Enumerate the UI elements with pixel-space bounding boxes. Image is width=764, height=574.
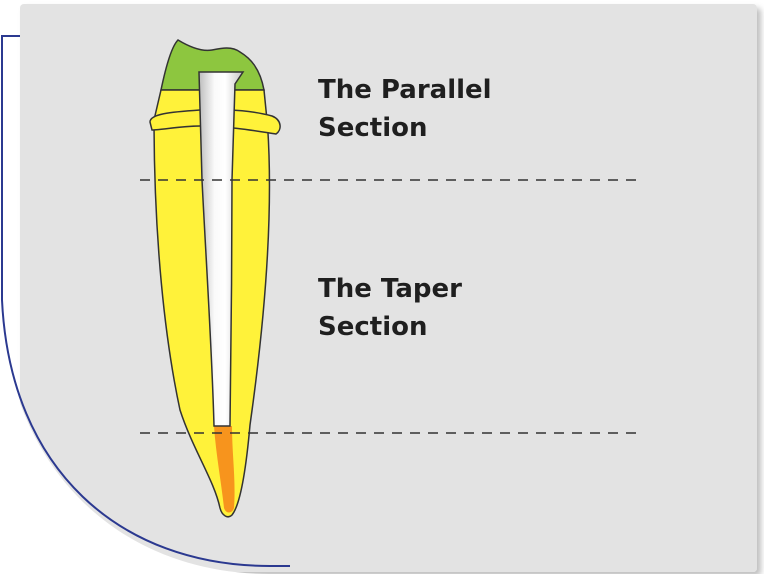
parallel-label-line1: The Parallel <box>318 75 492 105</box>
tooth <box>149 39 281 518</box>
taper-label-line2: Section <box>318 312 427 342</box>
taper-label-line1: The Taper <box>318 274 462 304</box>
taper-section-label: The Taper Section <box>318 274 462 342</box>
parallel-label-line2: Section <box>318 113 427 143</box>
gutta-percha-fill <box>214 426 235 513</box>
endodontic-post <box>198 71 245 427</box>
parallel-section-label: The Parallel Section <box>318 75 492 143</box>
